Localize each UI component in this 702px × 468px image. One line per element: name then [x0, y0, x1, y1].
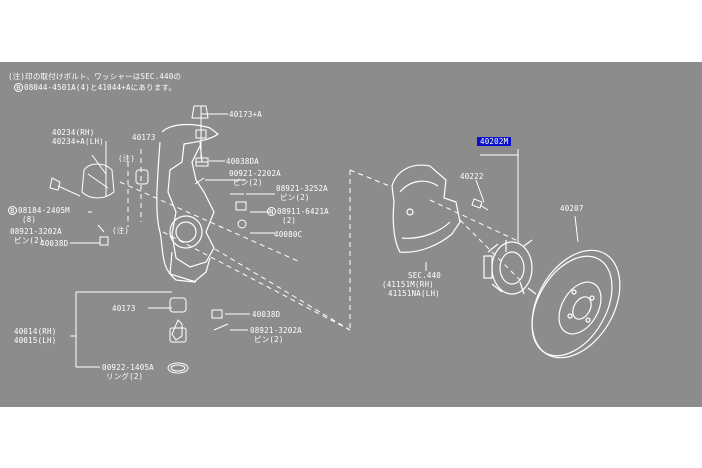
label-40173-top: 40173 [132, 133, 156, 142]
note-mark-2: (注) [112, 226, 130, 235]
dashed-guides [119, 149, 521, 331]
label-08911-text: 08911-6421A [277, 207, 329, 216]
label-41151na: 41151NA(LH) [388, 289, 440, 298]
hub-bolt [471, 198, 489, 211]
n-symbol-icon: N [267, 207, 276, 216]
label-08921-3202a: 08921-3202A [10, 227, 62, 236]
splash-shield [391, 164, 461, 253]
label-08921-3252a: 08921-3252A [276, 184, 328, 193]
label-41151m: (41151M(RH) [382, 280, 434, 289]
label-08921-3202a-b-sub: ピン(2) [254, 335, 284, 344]
note-mark-1: (注) [118, 154, 136, 163]
highlighted-part-40202m[interactable]: 40202M [477, 137, 512, 146]
label-00921-sub: ピン(2) [233, 178, 263, 187]
lower-boot [135, 169, 187, 313]
label-40080c: 40080C [274, 230, 303, 239]
label-40173-bottom: 40173 [112, 304, 136, 313]
label-00921-2202a: 00921-2202A [229, 169, 281, 178]
brake-disc [531, 249, 621, 359]
dust-shield-bracket [81, 163, 115, 199]
pins-nuts [97, 177, 247, 331]
lower-balljoint [167, 319, 189, 374]
label-40222: 40222 [460, 172, 484, 181]
label-08911-sub: (2) [282, 216, 297, 225]
b-symbol-icon: B [8, 206, 17, 215]
label-40015: 40015(LH) [14, 336, 57, 345]
label-08921-3202a-b: 08921-3202A [250, 326, 302, 335]
label-40038d-a: 40038D [40, 239, 69, 248]
label-40038d-b: 40038D [252, 310, 281, 319]
label-40234-lh: 40234+A(LH) [52, 137, 104, 146]
label-00922-1405a: 00922-1405A [102, 363, 154, 372]
label-40173a: 40173+A [229, 110, 263, 119]
label-40014: 40014(RH) [14, 327, 57, 336]
upper-balljoint-bolt [191, 105, 209, 167]
label-40207: 40207 [560, 204, 584, 213]
label-08921-3252a-sub: ピン(2) [280, 193, 310, 202]
hub-bearing [483, 239, 537, 295]
label-sec440: SEC.440 [408, 271, 442, 280]
label-40038da: 40038DA [226, 157, 260, 166]
label-08184-text: 08184-2405M [18, 206, 70, 215]
steering-knuckle [156, 123, 220, 283]
label-00922-sub: リング(2) [106, 372, 144, 381]
b-symbol-icon: B [14, 83, 23, 92]
mounting-bolt [49, 177, 81, 197]
leader-lines [70, 106, 579, 368]
label-08921-3202a-sub: ピン(2) [14, 236, 44, 245]
note-line-2-text: 08044-4501A(4)と41044+Aにあります。 [24, 83, 177, 92]
label-40234-rh: 40234(RH) [52, 128, 95, 137]
note-line-1: (注)印の取付けボルト、ワッシャーはSEC.440の [8, 72, 182, 81]
diagram-drawing [49, 105, 621, 374]
label-08184-sub: (8) [22, 215, 37, 224]
highlight-box[interactable]: 40202M [477, 137, 512, 146]
